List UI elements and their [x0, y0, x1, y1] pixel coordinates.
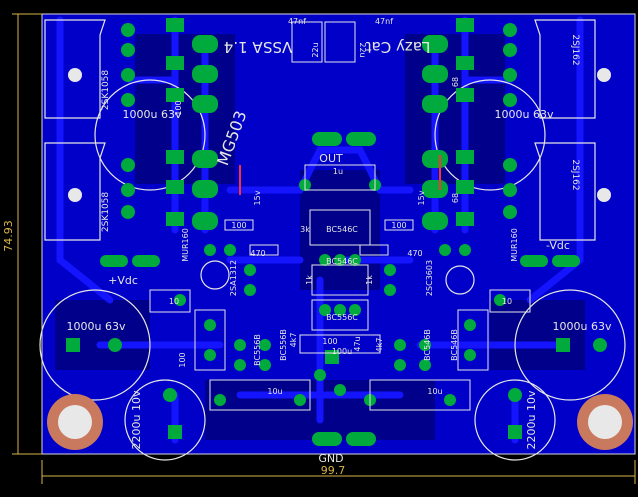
- transistor-2sa-label: 2SA1312: [229, 260, 238, 296]
- res-100-a: 100: [231, 221, 246, 230]
- bc556-label-b: BC556B: [253, 334, 262, 366]
- board-title: VSSA 1.4: [224, 38, 292, 56]
- bc546-label-b: BC546C: [326, 225, 358, 234]
- zener-15v-a: 15v: [253, 190, 262, 205]
- res-3k: 3k: [300, 225, 310, 234]
- bc556-label-a: BC556C: [326, 313, 358, 322]
- diode-mur-right: MUR160: [510, 228, 519, 262]
- capacitor-outlines: [39, 79, 626, 461]
- res-100-e: 100: [178, 352, 187, 367]
- bc546-label-c: BC546B: [423, 329, 432, 361]
- mounting-holes: [47, 68, 633, 450]
- res-10-b: 10: [502, 297, 512, 306]
- cap-label-top-right: 1000u 63v: [495, 108, 554, 121]
- res-4k7-b: 4k7: [375, 338, 384, 353]
- res-1k-b: 1k: [365, 275, 374, 285]
- cap-47u: 47u: [353, 336, 362, 351]
- board-author: Lazy Cat: [366, 38, 431, 56]
- gnd-label: GND: [318, 452, 343, 465]
- cap-22u-left: 22u: [311, 42, 320, 57]
- cap-47nf-left: 47nf: [288, 17, 306, 26]
- mosfet-label-b: 2SK1058: [101, 192, 111, 233]
- res-1k-a: 1k: [305, 275, 314, 285]
- pads: [66, 18, 580, 446]
- out-label: OUT: [319, 152, 343, 165]
- mosfet-label-d: 2SJ162: [570, 159, 580, 190]
- cap-label-top-left: 1000u 63v: [123, 108, 182, 121]
- jumpers: [239, 155, 441, 195]
- board-outline: [41, 13, 636, 455]
- height-dimension: 74.93: [2, 220, 15, 252]
- cap-100u: 100u: [332, 347, 352, 356]
- transistor-2sc-label: 2SC3603: [425, 260, 434, 296]
- cap-10u-b: 10u: [427, 387, 442, 396]
- res-100-d: 100: [174, 100, 183, 115]
- res-100-b: 100: [391, 221, 406, 230]
- diode-mur-left: MUR160: [181, 228, 190, 262]
- mosfet-label-c: 2SJ162: [570, 34, 580, 65]
- cap-label-mid-right: 1000u 63v: [553, 320, 612, 333]
- res-4k7-a: 4k7: [289, 333, 298, 348]
- cap-label-mid-left: 1000u 63v: [67, 320, 126, 333]
- vdc-pos-label: +Vdc: [108, 274, 138, 287]
- res-10-a: 10: [169, 297, 179, 306]
- res-68-a: 68: [451, 77, 460, 87]
- bc556-label-c: BC556B: [279, 329, 288, 361]
- zener-15v-b: 15v: [417, 190, 426, 205]
- bc546-label-d: BC546B: [450, 329, 459, 361]
- res-470-a: 470: [250, 249, 265, 258]
- cap-47nf-right: 47nf: [375, 17, 393, 26]
- mosfet-label-a: 2SK1058: [101, 70, 111, 111]
- bc546-label-a: BC546C: [326, 257, 358, 266]
- cap-label-2200-right: 2200u 10v: [525, 390, 538, 449]
- vdc-neg-label: -Vdc: [546, 239, 570, 252]
- cap-label-2200-left: 2200u 10v: [130, 390, 143, 449]
- res-68-b: 68: [451, 193, 460, 203]
- cap-22u-right: 22u: [358, 42, 367, 57]
- width-dimension: 99.7: [321, 464, 346, 477]
- res-470-b: 470: [407, 249, 422, 258]
- cap-1u: 1u: [333, 167, 343, 176]
- round-pads: [108, 23, 607, 406]
- cap-10u-a: 10u: [267, 387, 282, 396]
- component-boxes: [149, 21, 531, 411]
- res-100-c: 100: [322, 337, 337, 346]
- dimension-lines: [12, 13, 636, 484]
